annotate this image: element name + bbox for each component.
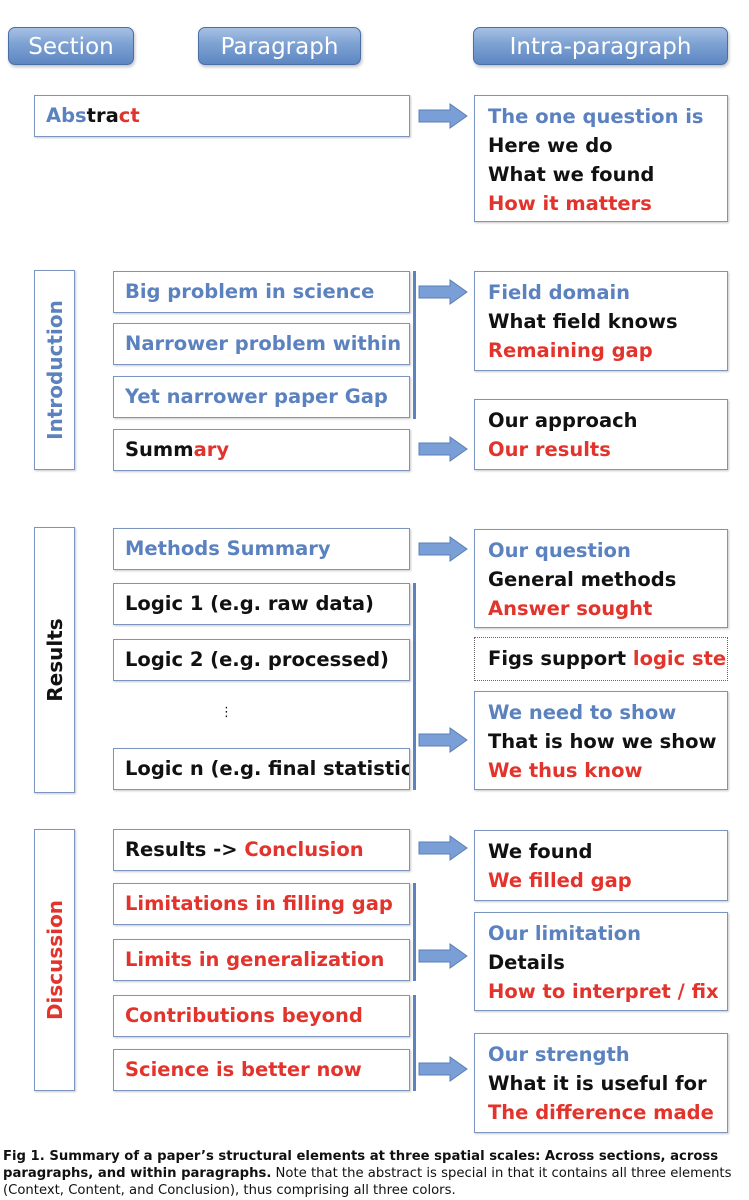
paragraph-box: Contributions beyond xyxy=(113,995,410,1037)
header-intra-paragraph: Intra-paragraph xyxy=(473,27,728,65)
figure-caption: Fig 1. Summary of a paper’s structural e… xyxy=(3,1148,745,1199)
intra-line: Remaining gap xyxy=(488,339,653,362)
results-label-content: Results -> xyxy=(125,838,245,861)
results-label-conclusion: Conclusion xyxy=(244,838,364,861)
caption-text: Note that the abstract is special in tha… xyxy=(3,1166,732,1198)
right-arrow-icon xyxy=(418,835,468,865)
summary-label-conclusion: ary xyxy=(193,438,230,461)
methods-summary-box: Methods Summary xyxy=(113,528,410,570)
abstract-label-content: tra xyxy=(86,104,119,127)
intra-line: Our question xyxy=(488,539,631,562)
section-label: Introduction xyxy=(42,300,67,440)
intra-line: What field knows xyxy=(488,310,678,333)
section-results: Results xyxy=(34,527,75,793)
intra-line: We filled gap xyxy=(488,869,632,892)
section-label: Discussion xyxy=(42,899,67,1021)
caption-bold: Fig 1. Summary of a paper’s structural e… xyxy=(3,1149,719,1181)
header-section: Section xyxy=(8,27,134,65)
logic-box: Logic 1 (e.g. raw data) xyxy=(113,583,410,625)
figs-support-box: Figs support logic step xyxy=(474,637,728,681)
right-arrow-icon xyxy=(418,103,468,133)
intra-line: That is how we show xyxy=(488,730,717,753)
summary-box: Summary xyxy=(113,429,410,471)
right-arrow-icon xyxy=(418,1056,468,1086)
intra-line: We thus know xyxy=(488,759,643,782)
results-intra-box-1: Our question General methods Answer soug… xyxy=(474,529,728,628)
abstract-box: Abstract xyxy=(34,95,410,137)
paragraph-box: Yet narrower paper Gap xyxy=(113,376,410,418)
right-arrow-icon xyxy=(418,536,468,566)
intra-line: What we found xyxy=(488,163,655,186)
figs-support-content: Figs support xyxy=(488,647,633,670)
discussion-intra-box-1: We found We filled gap xyxy=(474,830,728,901)
paragraph-box: Narrower problem within xyxy=(113,323,410,365)
intra-line: What it is useful for xyxy=(488,1072,707,1095)
section-label: Results xyxy=(42,618,67,702)
group-bracket xyxy=(413,995,416,1091)
intra-line: Details xyxy=(488,951,565,974)
intra-line: The difference made xyxy=(488,1101,714,1124)
intra-line: Our results xyxy=(488,438,611,461)
abstract-label-context: Abs xyxy=(46,104,87,127)
introduction-intra-box-2: Our approach Our results xyxy=(474,399,728,470)
header-paragraph: Paragraph xyxy=(198,27,361,65)
right-arrow-icon xyxy=(418,727,468,757)
intra-line: Answer sought xyxy=(488,597,653,620)
intra-line: Field domain xyxy=(488,281,631,304)
summary-label-content: Summ xyxy=(125,438,194,461)
ellipsis: ⋮ xyxy=(220,705,233,720)
logic-box: Logic 2 (e.g. processed) xyxy=(113,639,410,681)
discussion-intra-box-2: Our limitation Details How to interpret … xyxy=(474,912,728,1011)
intra-line: Here we do xyxy=(488,134,613,157)
intra-line: How to interpret / fix xyxy=(488,980,719,1003)
discussion-intra-box-3: Our strength What it is useful for The d… xyxy=(474,1033,728,1133)
section-discussion: Discussion xyxy=(34,829,75,1091)
abstract-intra-box: The one question is Here we do What we f… xyxy=(474,95,728,222)
right-arrow-icon xyxy=(418,943,468,973)
paragraph-box: Limits in generalization xyxy=(113,939,410,981)
results-intra-box-2: We need to show That is how we show We t… xyxy=(474,691,728,790)
intra-line: How it matters xyxy=(488,192,652,215)
intra-line: We need to show xyxy=(488,701,677,724)
group-bracket xyxy=(413,583,416,790)
intra-line: We found xyxy=(488,840,593,863)
paragraph-box: Big problem in science xyxy=(113,271,410,313)
intra-line: The one question is xyxy=(488,105,704,128)
intra-line: Our approach xyxy=(488,409,638,432)
intra-line: Our strength xyxy=(488,1043,630,1066)
right-arrow-icon xyxy=(418,436,468,466)
abstract-label-conclusion: ct xyxy=(118,104,140,127)
introduction-intra-box-1: Field domain What field knows Remaining … xyxy=(474,271,728,371)
intra-line: Our limitation xyxy=(488,922,642,945)
section-introduction: Introduction xyxy=(34,270,75,470)
intra-line: General methods xyxy=(488,568,677,591)
results-conclusion-box: Results -> Conclusion xyxy=(113,829,410,871)
group-bracket xyxy=(413,271,416,419)
figs-support-conclusion: logic step xyxy=(632,647,727,670)
group-bracket xyxy=(413,883,416,981)
logic-box: Logic n (e.g. final statistics) xyxy=(113,748,410,790)
paragraph-box: Science is better now xyxy=(113,1049,410,1091)
right-arrow-icon xyxy=(418,279,468,309)
paragraph-box: Limitations in filling gap xyxy=(113,883,410,925)
